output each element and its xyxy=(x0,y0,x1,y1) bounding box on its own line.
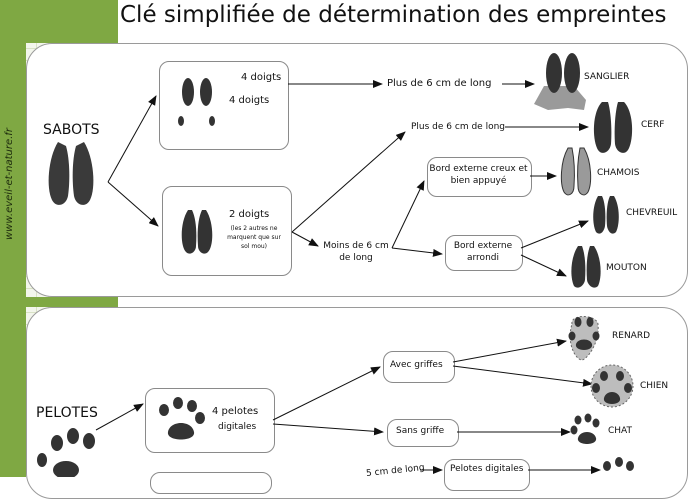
label-chien: CHIEN xyxy=(640,381,669,391)
pelote-footprint-icon xyxy=(37,428,95,477)
node-moins6: Moins de 6 cm de long xyxy=(323,241,389,263)
two-toe-print-icon xyxy=(181,210,213,254)
sabot-footprint-icon xyxy=(48,142,94,205)
four-pads-print-icon xyxy=(159,397,205,440)
pelotes-section-label: PELOTES xyxy=(36,405,98,421)
node-bord-arrondi: Bord externe arrondi xyxy=(453,241,513,263)
node-bord-creux: Bord externe creux et bien appuyé xyxy=(429,164,528,186)
side-strip-bottom xyxy=(0,307,26,477)
arrow-sabots-to-two xyxy=(107,181,159,227)
box-four-toes xyxy=(159,61,289,150)
arrow-fourpads-to-avec xyxy=(272,366,381,421)
label-chat: CHAT xyxy=(608,426,633,436)
label-chamois: CHAMOIS xyxy=(597,168,640,178)
box-four-pads xyxy=(145,388,275,453)
label-cerf: CERF xyxy=(641,120,665,130)
mouton-print-icon xyxy=(571,246,601,288)
box-avec-griffes xyxy=(383,351,455,383)
two-toes-main: 2 doigts xyxy=(229,209,270,220)
sabots-section-label: SABOTS xyxy=(43,122,100,138)
renard-print-icon xyxy=(568,316,600,361)
chien-print-icon xyxy=(590,364,634,408)
four-toe-print-icon xyxy=(178,78,215,126)
arrow-pelotes-to-fourpads xyxy=(95,403,144,431)
side-strip-top xyxy=(0,43,26,297)
arrow-avec-to-chien xyxy=(452,365,593,387)
two-toes-note: (les 2 autres ne marquent que sur sol mo… xyxy=(227,225,281,250)
four-pads-main: 4 pelotes xyxy=(212,406,259,417)
arrow-avec-to-renard xyxy=(452,338,567,363)
page-title: Clé simplifiée de détermination des empr… xyxy=(120,2,667,28)
box-sans-griffe xyxy=(387,419,459,447)
cerf-print-icon xyxy=(593,102,633,153)
partial-print-icon xyxy=(603,457,634,471)
label-chevreuil: CHEVREUIL xyxy=(626,208,678,218)
arrow-moins6-to-plus6small xyxy=(291,131,406,233)
arrow-two-to-moins6 xyxy=(291,231,319,247)
section-divider xyxy=(0,297,118,307)
arrow-sabots-to-four xyxy=(107,95,157,183)
node-partial-pelotes: Pelotes digitales xyxy=(450,464,524,474)
label-renard: RENARD xyxy=(612,331,651,341)
label-sanglier: SANGLIER xyxy=(584,72,630,82)
chat-print-icon xyxy=(570,413,600,444)
node-plus6: Plus de 6 cm de long xyxy=(387,78,492,89)
chevreuil-print-icon xyxy=(593,196,619,234)
box-bord-creux xyxy=(427,157,532,197)
label-mouton: MOUTON xyxy=(606,263,647,273)
arrow-arrondi-to-mouton xyxy=(520,254,567,277)
node-plus6-small: Plus de 6 cm de long xyxy=(411,122,505,132)
chamois-print-icon xyxy=(560,147,592,196)
key-diagram xyxy=(37,53,634,477)
node-sans-griffe: Sans griffe xyxy=(396,426,445,436)
node-avec-griffes: Avec griffes xyxy=(390,360,443,370)
four-toes-line1: 4 doigts xyxy=(241,72,282,83)
arrow-fourpads-to-sans xyxy=(272,423,384,436)
arrow-moins6-to-arrondi xyxy=(391,247,443,257)
four-pads-sub: digitales xyxy=(218,422,257,432)
four-toes-line2: 4 doigts xyxy=(229,95,270,106)
arrow-moins6-to-creux xyxy=(391,180,425,249)
arrow-arrondi-to-chevreuil xyxy=(520,220,589,249)
box-bord-arrondi xyxy=(445,235,523,271)
title-tab xyxy=(0,0,118,43)
sanglier-print-icon xyxy=(534,53,586,110)
